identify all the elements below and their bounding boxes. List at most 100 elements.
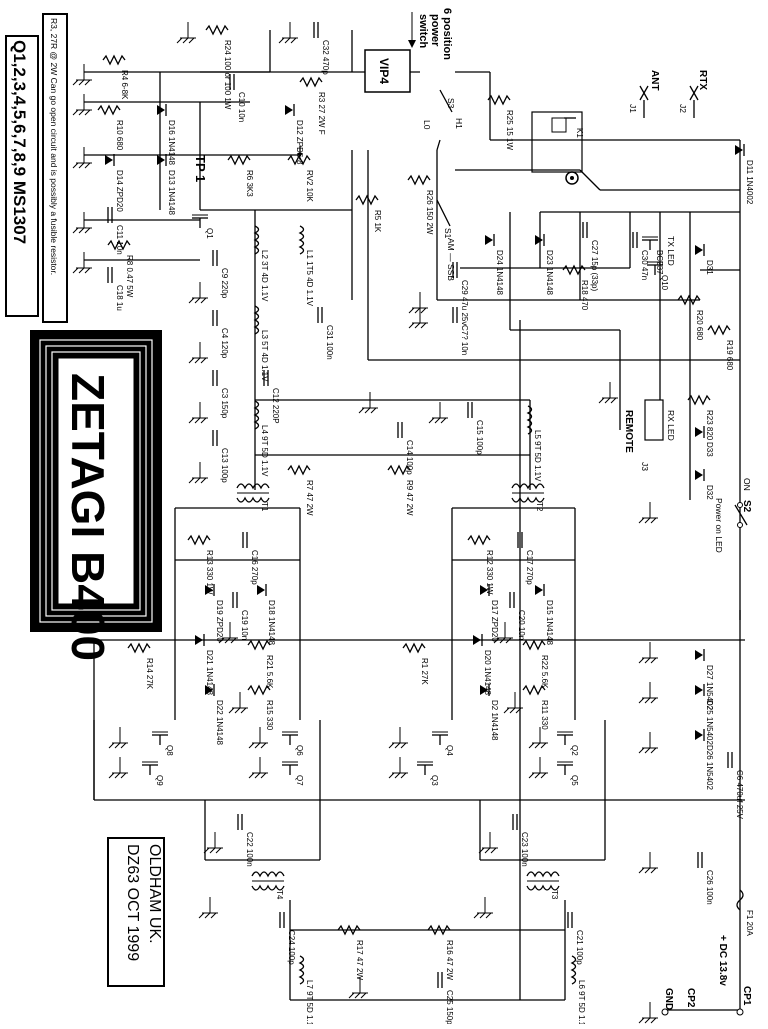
ground-symbol [72,212,92,234]
label-r14: R14 27K [145,658,154,690]
component-c10 [229,74,235,90]
label-c6: C6 470uf 25V [735,770,744,820]
label-r23: R23 820 [705,410,714,441]
l0-label: L0 [422,120,432,130]
component-c29 [452,262,458,278]
label-d14: D14 ZPD20 [115,170,124,212]
ground-symbol [188,402,208,424]
ground-symbol [72,64,92,86]
label-c26: C26 100n [705,870,714,905]
wiring [84,30,745,1012]
component-d11 [735,144,745,156]
label-d2: D2 1N4148 [490,700,499,741]
ground-symbol [388,727,408,749]
label-c25: C25 150p [445,990,454,1024]
vip4-label: VIP4 [377,58,391,84]
ground-symbol [478,832,498,854]
label-d23: D23 1N4148 [545,250,554,295]
component-c12 [263,370,269,386]
label-c15: C15 100p [475,420,484,455]
label-r26: R26 150 2W [425,190,434,235]
component-t1 [236,483,270,503]
component-q10 [647,261,663,275]
ant-label: ANT [649,70,660,91]
credit-line2: OLDHAM UK. [146,844,163,944]
label-c30: C30 47n [640,250,649,280]
label-l4: L4 9T 5D 1.1V [260,425,269,477]
cp1-label: CP1 [741,986,752,1006]
tx-led-label: TX LED [666,236,676,266]
label-r19: R19 680 [725,340,734,371]
ground-symbol [108,757,128,779]
label-f1: F1 20A [745,910,754,936]
dc-label: + DC 13.8v [717,935,728,986]
s1-label: S1 [443,228,453,239]
label-c17: C17 270p [525,550,534,585]
component-d23 [535,234,545,246]
component-r11 [522,684,546,696]
component-d14 [105,154,115,166]
label-d24: D24 1N4148 [495,250,504,295]
label-q9: Q9 [155,775,164,786]
component-bc237 [642,236,658,250]
label-r5: R5 1K [373,210,382,233]
label-r15: R15 330 [265,700,274,731]
label-d21: D21 1N4148 [205,650,214,695]
label-c22: C22 100n [245,832,254,867]
label-r20: R20 680 [695,310,704,341]
transistor-note-box: Q1,2,3,4,5,6,7,8,9 MS1307 [5,35,39,317]
label-t1: T1 [260,502,269,512]
component-l7 [298,955,305,985]
fusible-note-box: R3, 27R @ 2W Can go open circuit and is … [42,13,68,323]
label-q2: Q2 [570,745,579,756]
rtx-label: RTX [697,70,708,90]
component-r9 [387,464,411,476]
label-l2: L2 3T 4D 1.1V [260,250,269,302]
component-c14 [397,422,403,438]
component-r25 [487,94,511,106]
label-q7: Q7 [295,775,304,786]
component-r6 [227,154,251,166]
component-r20 [677,294,701,306]
component-l4 [253,400,260,430]
component-c4 [212,310,218,326]
label-r4: R4 6-8K [120,70,129,100]
ground-symbol [428,402,448,424]
component-c22 [237,814,243,830]
am-ssb-label: AM — SSB [446,238,456,281]
component-q9 [142,761,158,775]
component-r22 [522,639,546,651]
ground-symbol [388,757,408,779]
component-c21 [567,912,573,928]
label-d26: D26 1N5402 [705,745,714,790]
label-c3: C3 150p [220,388,229,419]
component-c16 [242,532,248,548]
label-c14: C14 100p [405,440,414,475]
component-r23 [687,394,711,406]
component-d18 [257,584,267,596]
switch-note-line1: 6 position [441,8,453,60]
label-t4: T4 [275,890,284,900]
component-d25 [695,684,705,696]
label-c9: C9 220p [220,268,229,299]
label-c7: C7? 10n [460,325,469,355]
component-r8 [107,239,131,251]
component-r17 [337,924,361,936]
component-r3 [299,76,323,88]
switch-labels: H1 S3 L0 S1 AM — SSB S2 ON [422,89,752,528]
component-d26 [695,729,705,741]
h1-label: H1 [454,118,464,129]
label-l3: L3 5T 4D 1.1V [260,330,269,382]
label-q3: Q3 [430,775,439,786]
component-q7 [282,761,298,775]
component-q4 [432,731,448,745]
component-r12 [467,534,491,546]
gnd-label: GND [663,988,674,1010]
component-d27 [695,649,705,661]
label-d16: D16 1N4148 [167,120,176,165]
label-r8: R8 0.47 5W [125,255,134,298]
component-f1 [736,889,744,911]
component-q8 [152,731,168,745]
